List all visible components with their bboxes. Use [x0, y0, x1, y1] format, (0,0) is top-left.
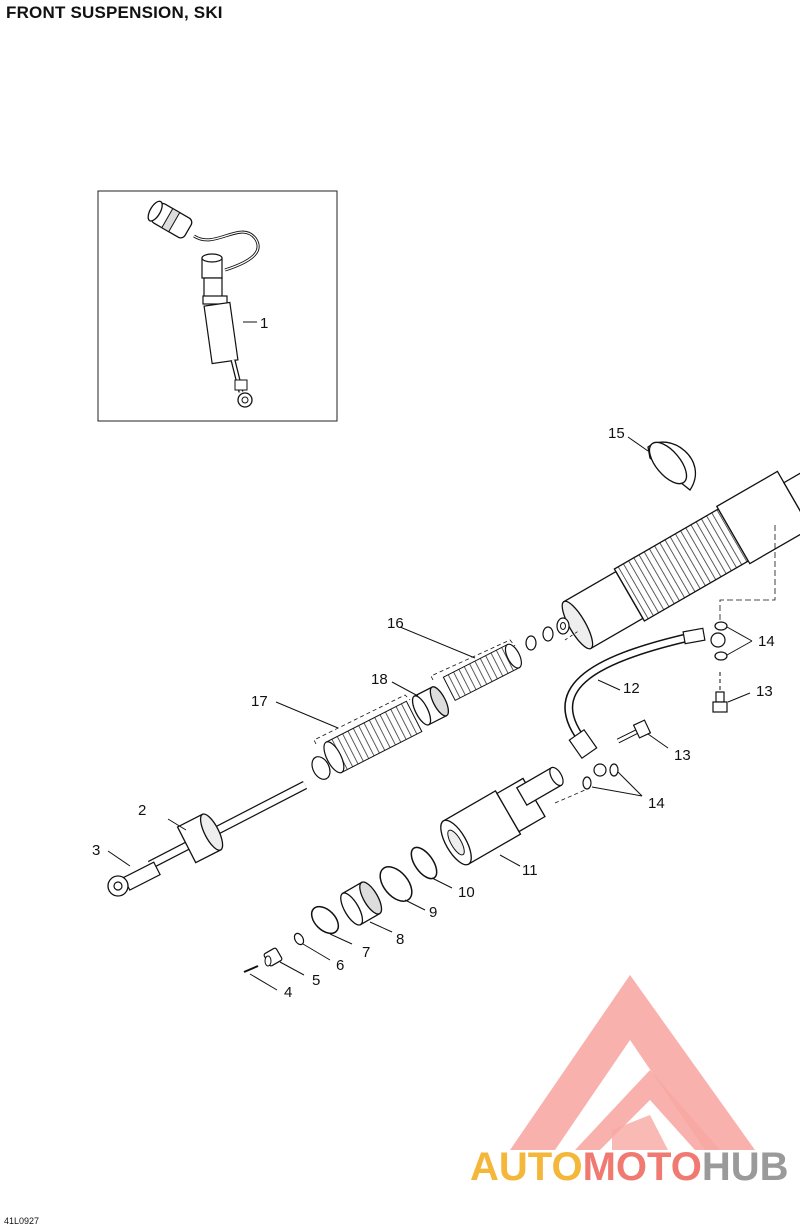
- callout-14-lower: 14: [648, 795, 665, 812]
- callout-18: 18: [371, 671, 388, 688]
- callout-15: 15: [608, 425, 625, 442]
- part-3-eyelet: [107, 850, 161, 897]
- page-title: FRONT SUSPENSION, SKI: [6, 3, 223, 22]
- callout-5: 5: [312, 972, 320, 989]
- part-16-spring: [442, 643, 522, 702]
- part-9-ring: [379, 866, 413, 902]
- part-18-spacer: [411, 686, 450, 726]
- callout-4: 4: [284, 984, 292, 1001]
- part-6-oring: [293, 932, 305, 946]
- callout-8: 8: [396, 931, 404, 948]
- callout-3: 3: [92, 842, 100, 859]
- part-5-nut: [263, 947, 305, 976]
- part-shock-body: [561, 468, 800, 650]
- part-10-oring: [410, 846, 438, 880]
- callout-9: 9: [429, 904, 437, 921]
- callout-16: 16: [387, 615, 404, 632]
- part-15-washer: [627, 436, 697, 491]
- svg-text:AUTOMOTOHUB: AUTOMOTOHUB: [470, 1145, 789, 1189]
- small-hardware: [525, 617, 570, 651]
- callout-11: 11: [522, 862, 538, 879]
- callout-13-upper: 13: [756, 683, 773, 700]
- watermark-logo: AUTOMOTOHUB: [470, 975, 789, 1189]
- part-12-hose: [564, 627, 726, 777]
- callout-2: 2: [138, 802, 146, 819]
- watermark-moto: MOTO: [583, 1145, 702, 1189]
- part-17-spring: [323, 700, 423, 774]
- watermark-auto: AUTO: [470, 1145, 583, 1189]
- callout-17: 17: [251, 693, 268, 710]
- part-14-rings: [582, 621, 753, 797]
- callout-14-upper: 14: [758, 633, 775, 650]
- part-7-oring: [310, 905, 340, 935]
- callout-1: 1: [260, 315, 268, 332]
- part-13-bolts: [616, 672, 751, 749]
- callout-13-lower: 13: [674, 747, 691, 764]
- callout-6: 6: [336, 957, 344, 974]
- part-11-reservoir: [440, 766, 564, 866]
- figure-reference: 41L0927: [4, 1216, 40, 1226]
- callout-12: 12: [623, 680, 640, 697]
- watermark-hub: HUB: [702, 1145, 789, 1189]
- callout-10: 10: [458, 884, 475, 901]
- part-8-cap: [340, 881, 383, 926]
- part-2-shaft: [147, 781, 308, 869]
- inset-assembly-box: [97, 190, 338, 422]
- part-4-screw: [243, 965, 278, 991]
- callout-7: 7: [362, 944, 370, 961]
